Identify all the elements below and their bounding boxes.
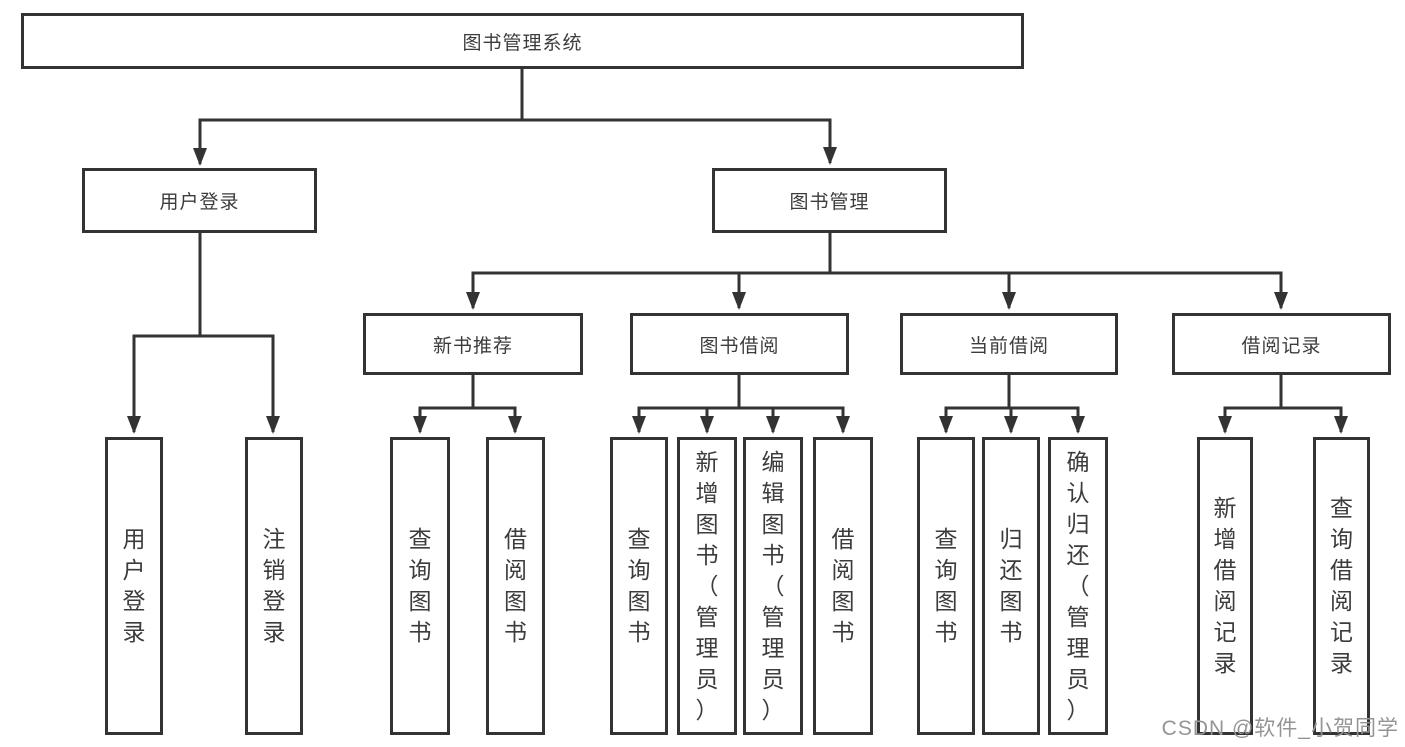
leaf-confirm-return-admin: 确认归还（管理员） (1048, 437, 1108, 735)
node-label: 用户登录 (159, 192, 240, 213)
node-book-borrow: 图书借阅 (630, 313, 849, 375)
node-label: 编辑图书（管理员） (761, 448, 785, 723)
node-label: 用户登录 (122, 526, 146, 645)
node-label: 图书管理系统 (462, 32, 583, 54)
node-label: 借阅图书 (831, 526, 855, 645)
leaf-edit-books-admin: 编辑图书（管理员） (743, 437, 803, 735)
leaf-add-borrow-record: 新增借阅记录 (1197, 437, 1253, 735)
leaf-borrow-books: 借阅图书 (813, 437, 873, 735)
leaf-query-books-current: 查询图书 (917, 437, 975, 735)
node-user-login: 用户登录 (82, 168, 317, 233)
node-label: 图书管理 (789, 192, 870, 213)
node-label: 归还图书 (999, 526, 1023, 645)
node-label: 图书借阅 (699, 335, 780, 357)
leaf-query-books-borrow: 查询图书 (610, 437, 668, 735)
node-label: 新增图书（管理员） (695, 448, 719, 723)
node-label: 注销登录 (262, 526, 286, 645)
leaf-return-books: 归还图书 (982, 437, 1040, 735)
leaf-borrow-books-recommend: 借阅图书 (486, 437, 545, 735)
node-label: 查询图书 (627, 526, 651, 645)
csdn-watermark: CSDN @软件_小贺同学 (1161, 717, 1399, 740)
node-label: 新书推荐 (432, 335, 513, 357)
node-label: 查询图书 (408, 526, 432, 645)
connector-segments (132, 67, 1343, 410)
connector-arrows (127, 120, 1348, 434)
node-borrow-records: 借阅记录 (1172, 313, 1391, 375)
node-label: 新增借阅记录 (1213, 495, 1237, 676)
node-label: 借阅图书 (504, 526, 527, 645)
node-label: 当前借阅 (968, 335, 1049, 357)
node-book-management: 图书管理 (712, 168, 947, 233)
leaf-user-login: 用户登录 (105, 437, 163, 735)
node-label: 借阅记录 (1241, 335, 1322, 357)
node-current-borrow: 当前借阅 (900, 313, 1118, 375)
node-library-system-root: 图书管理系统 (21, 13, 1024, 69)
leaf-query-borrow-record: 查询借阅记录 (1313, 437, 1370, 735)
node-label: 查询借阅记录 (1330, 495, 1353, 676)
leaf-query-books-recommend: 查询图书 (390, 437, 450, 735)
node-label: 查询图书 (934, 526, 958, 645)
node-label: 确认归还（管理员） (1066, 448, 1090, 723)
node-new-book-recommend: 新书推荐 (363, 313, 583, 375)
leaf-add-books-admin: 新增图书（管理员） (677, 437, 737, 735)
leaf-logout: 注销登录 (245, 437, 303, 735)
